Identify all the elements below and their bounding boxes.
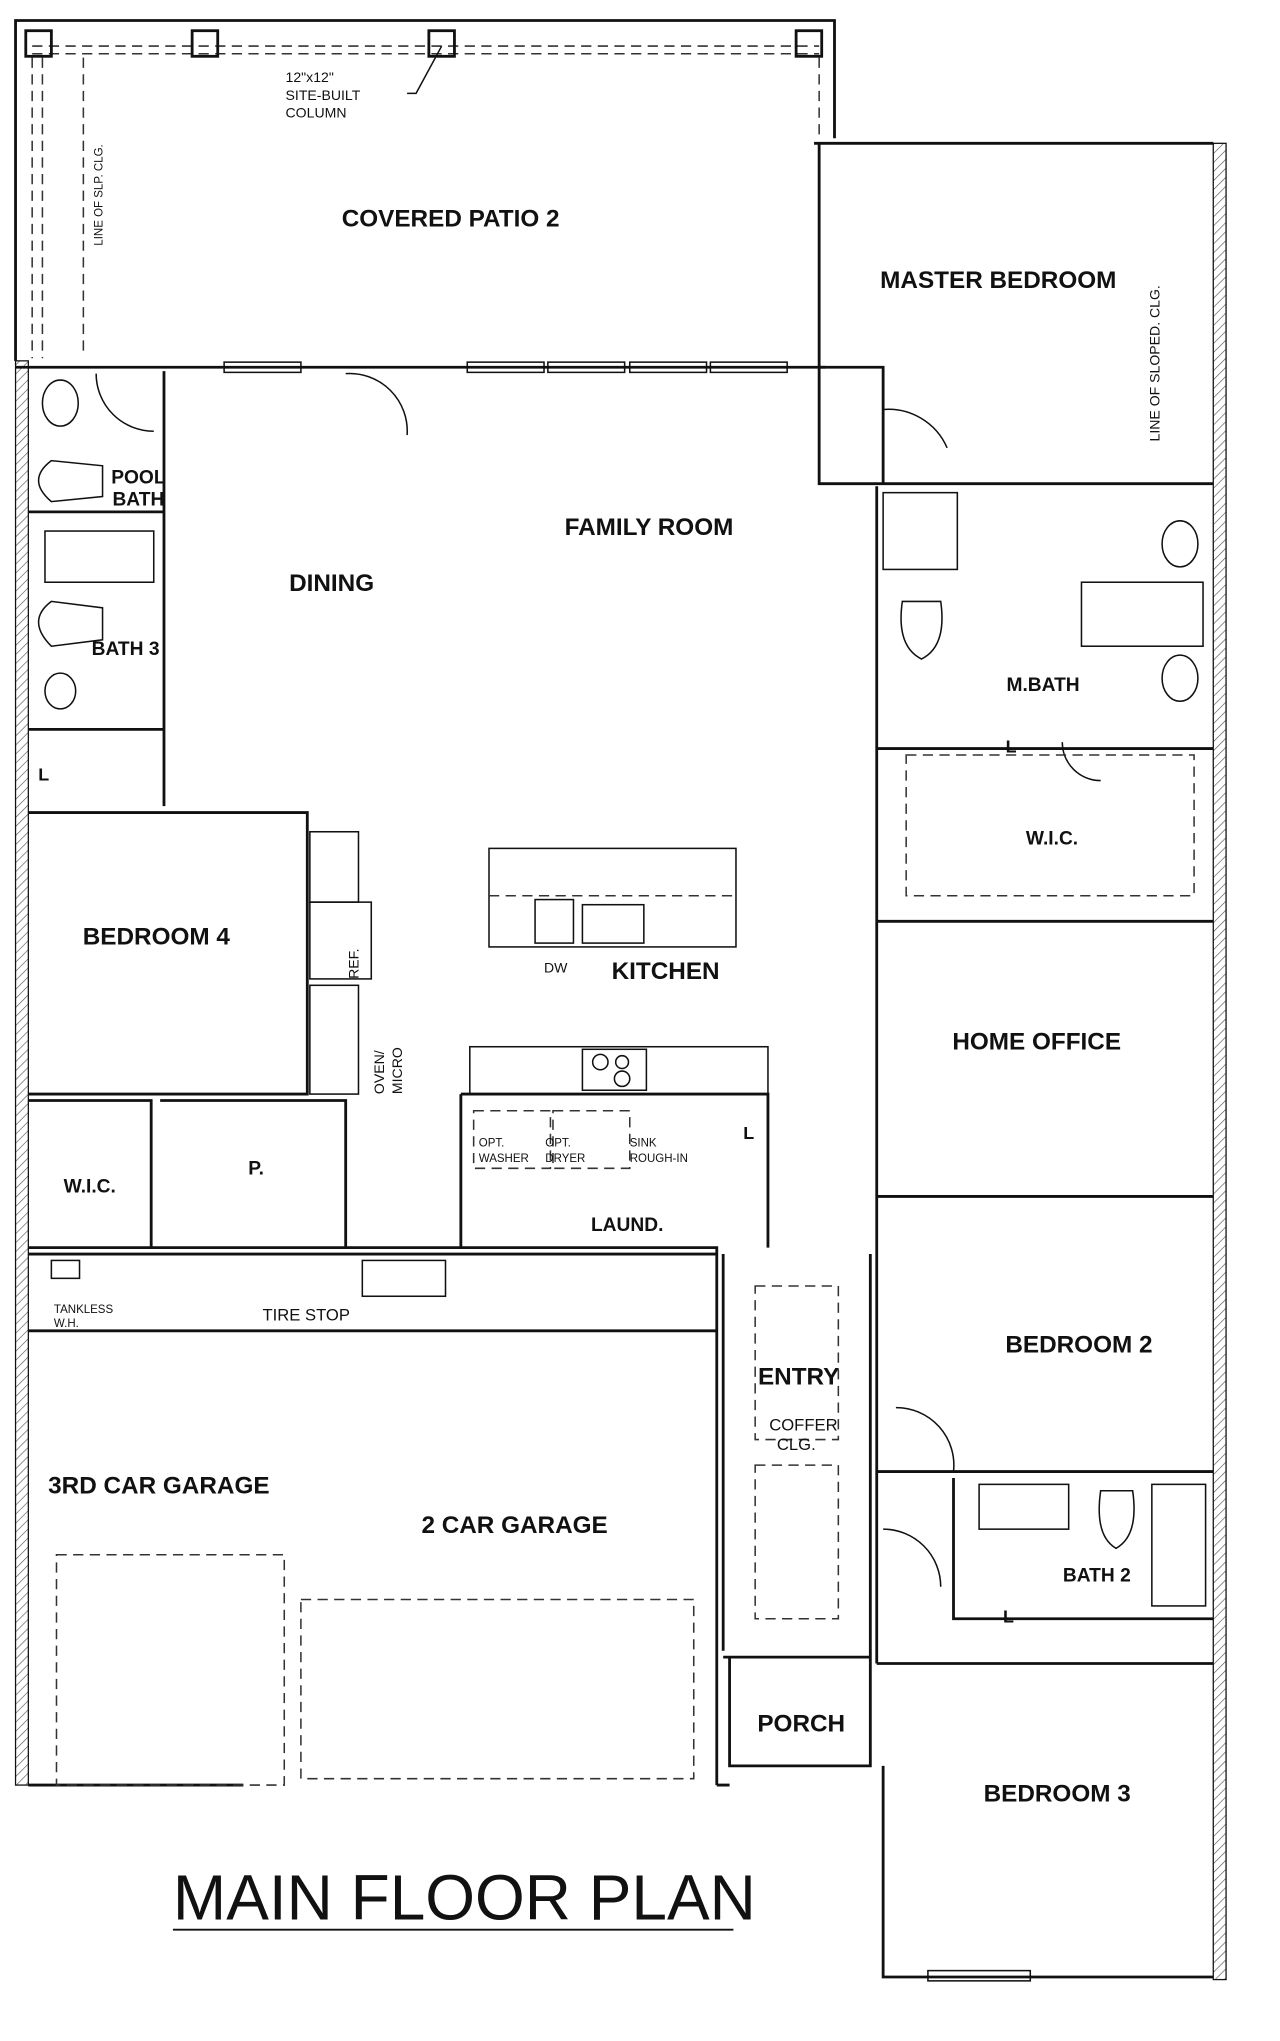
room-label-bath2: BATH 2 [1063,1566,1131,1587]
sloped-clg-note: LINE OF SLOPED. CLG. [1147,285,1163,441]
room-label-bath3: BATH 3 [92,639,160,660]
room-label-two-car-garage: 2 CAR GARAGE [421,1512,607,1539]
room-label-bedroom2: BEDROOM 2 [1005,1332,1152,1359]
column-note-3: COLUMN [286,105,347,121]
dryer-note-2: DRYER [545,1153,585,1165]
linen-label: L [1006,736,1017,756]
room-label-covered-patio: COVERED PATIO 2 [342,205,560,232]
tire-stop-note: TIRE STOP [263,1306,350,1325]
room-label-pool-bath-1: POOL [111,468,166,489]
room-label-porch: PORCH [757,1710,845,1737]
room-label-laundry: LAUND. [591,1215,663,1236]
column [190,29,220,58]
room-label-pantry: P. [248,1159,264,1180]
sink-note-1: SINK [630,1138,657,1150]
tankless-note-1: TANKLESS [54,1304,114,1316]
room-label-bedroom3: BEDROOM 3 [984,1781,1131,1808]
room-label-bedroom4: BEDROOM 4 [83,923,231,950]
room-label-home-office: HOME OFFICE [952,1028,1121,1055]
column-note-1: 12"x12" [286,69,334,85]
coffer-note-2: CLG. [777,1435,816,1454]
room-label-pool-bath-2: BATH [112,489,164,510]
walls [15,141,1214,1982]
column-note-2: SITE-BUILT [286,87,361,103]
oven-note-1: OVEN/ [371,1050,387,1094]
column [794,29,824,58]
room-label-wic: W.I.C. [64,1177,116,1198]
linen-label: L [743,1123,754,1143]
room-label-dining: DINING [289,570,374,597]
dryer-note-1: OPT. [545,1138,571,1150]
plan-title: MAIN FLOOR PLAN [173,1861,756,1933]
dw-note: DW [544,960,568,976]
room-label-master-bath: M.BATH [1006,675,1079,696]
oven-note-2: MICRO [389,1047,405,1094]
room-label-master-wic: W.I.C. [1026,829,1078,850]
washer-note-2: WASHER [479,1153,529,1165]
washer-note-1: OPT. [479,1138,505,1150]
room-label-entry: ENTRY [758,1364,839,1391]
tankless-note-2: W.H. [54,1318,79,1330]
room-label-kitchen: KITCHEN [612,958,720,985]
room-label-third-car-garage: 3RD CAR GARAGE [48,1472,269,1499]
linen-label: L [38,765,49,785]
column [427,29,456,58]
room-label-master-bedroom: MASTER BEDROOM [880,267,1116,294]
fixtures [37,379,1207,1786]
ref-note: REF. [345,948,361,978]
room-label-family-room: FAMILY ROOM [565,514,734,541]
covered-patio [14,19,836,361]
linen-label: L [1003,1607,1014,1627]
coffer-note-1: COFFER [769,1416,837,1435]
slp-clg-note: LINE OF SLP. CLG. [94,144,106,245]
column [24,29,53,58]
sink-note-2: ROUGH-IN [630,1153,688,1165]
